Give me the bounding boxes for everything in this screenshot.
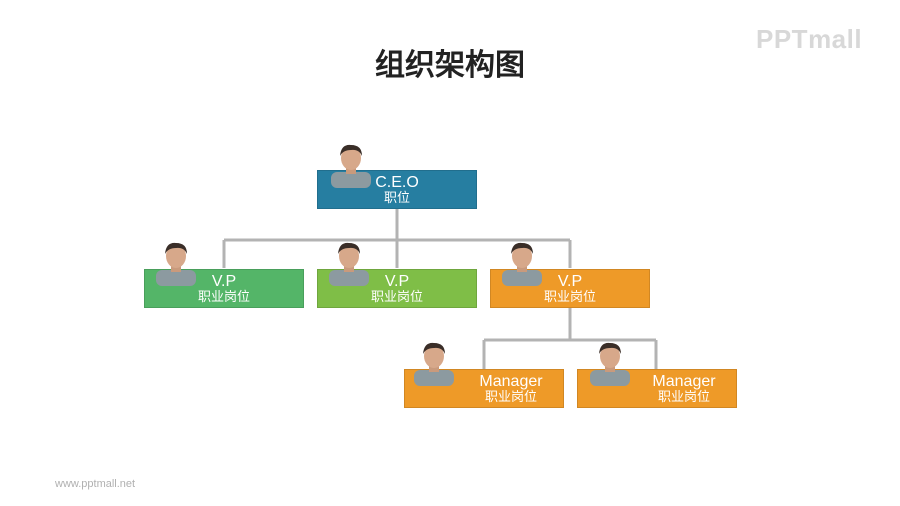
avatar-person-photo xyxy=(156,242,196,286)
node-role: V.P xyxy=(211,273,237,290)
avatar-person-photo xyxy=(414,342,454,386)
node-role: V.P xyxy=(557,273,583,290)
node-role: V.P xyxy=(384,273,410,290)
node-post: 职业岗位 xyxy=(370,290,423,305)
pptmall-logo: PPTmall xyxy=(756,24,863,54)
org-node-vp-3[interactable]: V.P 职业岗位 xyxy=(490,269,650,308)
footer-url: www.pptmall.net xyxy=(55,478,136,490)
avatar-person-photo xyxy=(590,342,630,386)
org-node-manager-2[interactable]: Manager 职业岗位 xyxy=(577,369,737,408)
org-node-ceo[interactable]: C.E.O 职位 xyxy=(317,170,477,209)
node-post: 职业岗位 xyxy=(197,290,250,305)
node-role: C.E.O xyxy=(375,174,419,191)
node-post: 职业岗位 xyxy=(484,390,537,405)
avatar-person-photo xyxy=(329,242,369,286)
avatar-person-photo xyxy=(502,242,542,286)
node-role: Manager xyxy=(479,373,543,390)
node-post: 职业岗位 xyxy=(657,390,710,405)
node-post: 职业岗位 xyxy=(543,290,596,305)
node-post: 职位 xyxy=(383,191,410,206)
page-title: 组织架构图 xyxy=(375,48,525,83)
avatar-person-photo xyxy=(331,144,371,188)
node-role: Manager xyxy=(652,373,716,390)
